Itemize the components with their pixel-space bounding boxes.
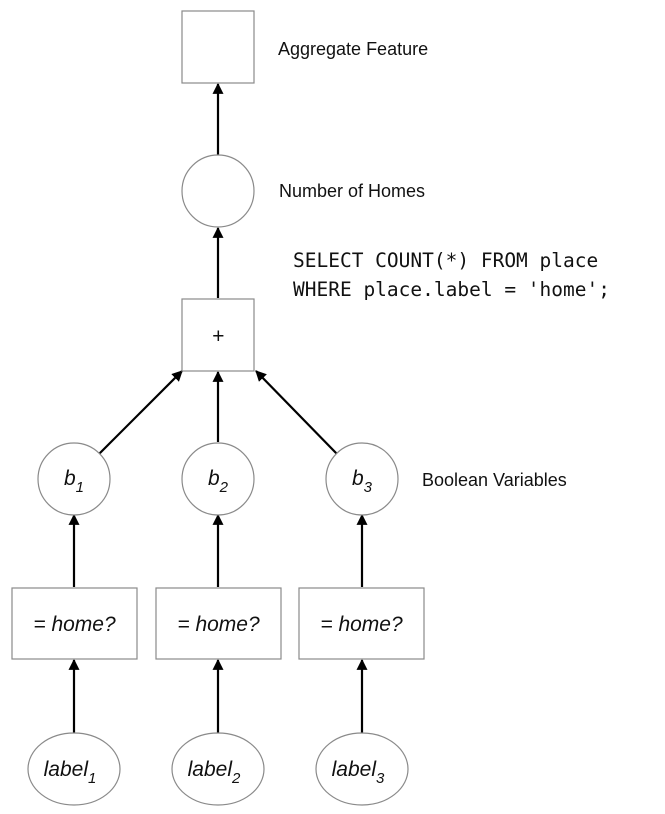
sum-node — [181, 298, 255, 372]
sql-line-2: WHERE place.label = 'home'; — [293, 278, 610, 301]
sum-symbol: + — [212, 325, 224, 348]
input-label-3: label3 — [332, 758, 385, 787]
home-check-node-1 — [11, 587, 138, 660]
home-check-1: = home? — [33, 613, 116, 636]
home-check-2: = home? — [177, 613, 260, 636]
aggregate-feature-label: Aggregate Feature — [278, 39, 428, 59]
home-check-node-2 — [155, 587, 282, 660]
input-label-node-1 — [27, 732, 121, 806]
home-check-node-3 — [298, 587, 425, 660]
aggregate-feature-node — [181, 10, 255, 84]
input-label-1: label1 — [44, 758, 97, 787]
sql-line-1: SELECT COUNT(*) FROM place — [293, 249, 598, 272]
boolean-variables-label: Boolean Variables — [422, 470, 567, 490]
boolean-variable-3: b3 — [352, 467, 373, 496]
boolean-variable-node-3 — [325, 442, 399, 516]
home-check-3: = home? — [320, 613, 403, 636]
input-label-node-2 — [171, 732, 265, 806]
input-label-node-3 — [315, 732, 409, 806]
number-of-homes-label: Number of Homes — [279, 181, 425, 201]
boolean-variable-2: b2 — [208, 467, 229, 496]
boolean-variable-1: b1 — [64, 467, 84, 496]
edge-b1-to-sum — [98, 370, 183, 455]
boolean-variable-node-2 — [181, 442, 255, 516]
input-label-2: label2 — [188, 758, 241, 787]
edges — [68, 82, 368, 733]
edge-b3-to-sum — [255, 370, 338, 455]
boolean-variable-node-1 — [37, 442, 111, 516]
number-of-homes-node — [181, 154, 255, 228]
